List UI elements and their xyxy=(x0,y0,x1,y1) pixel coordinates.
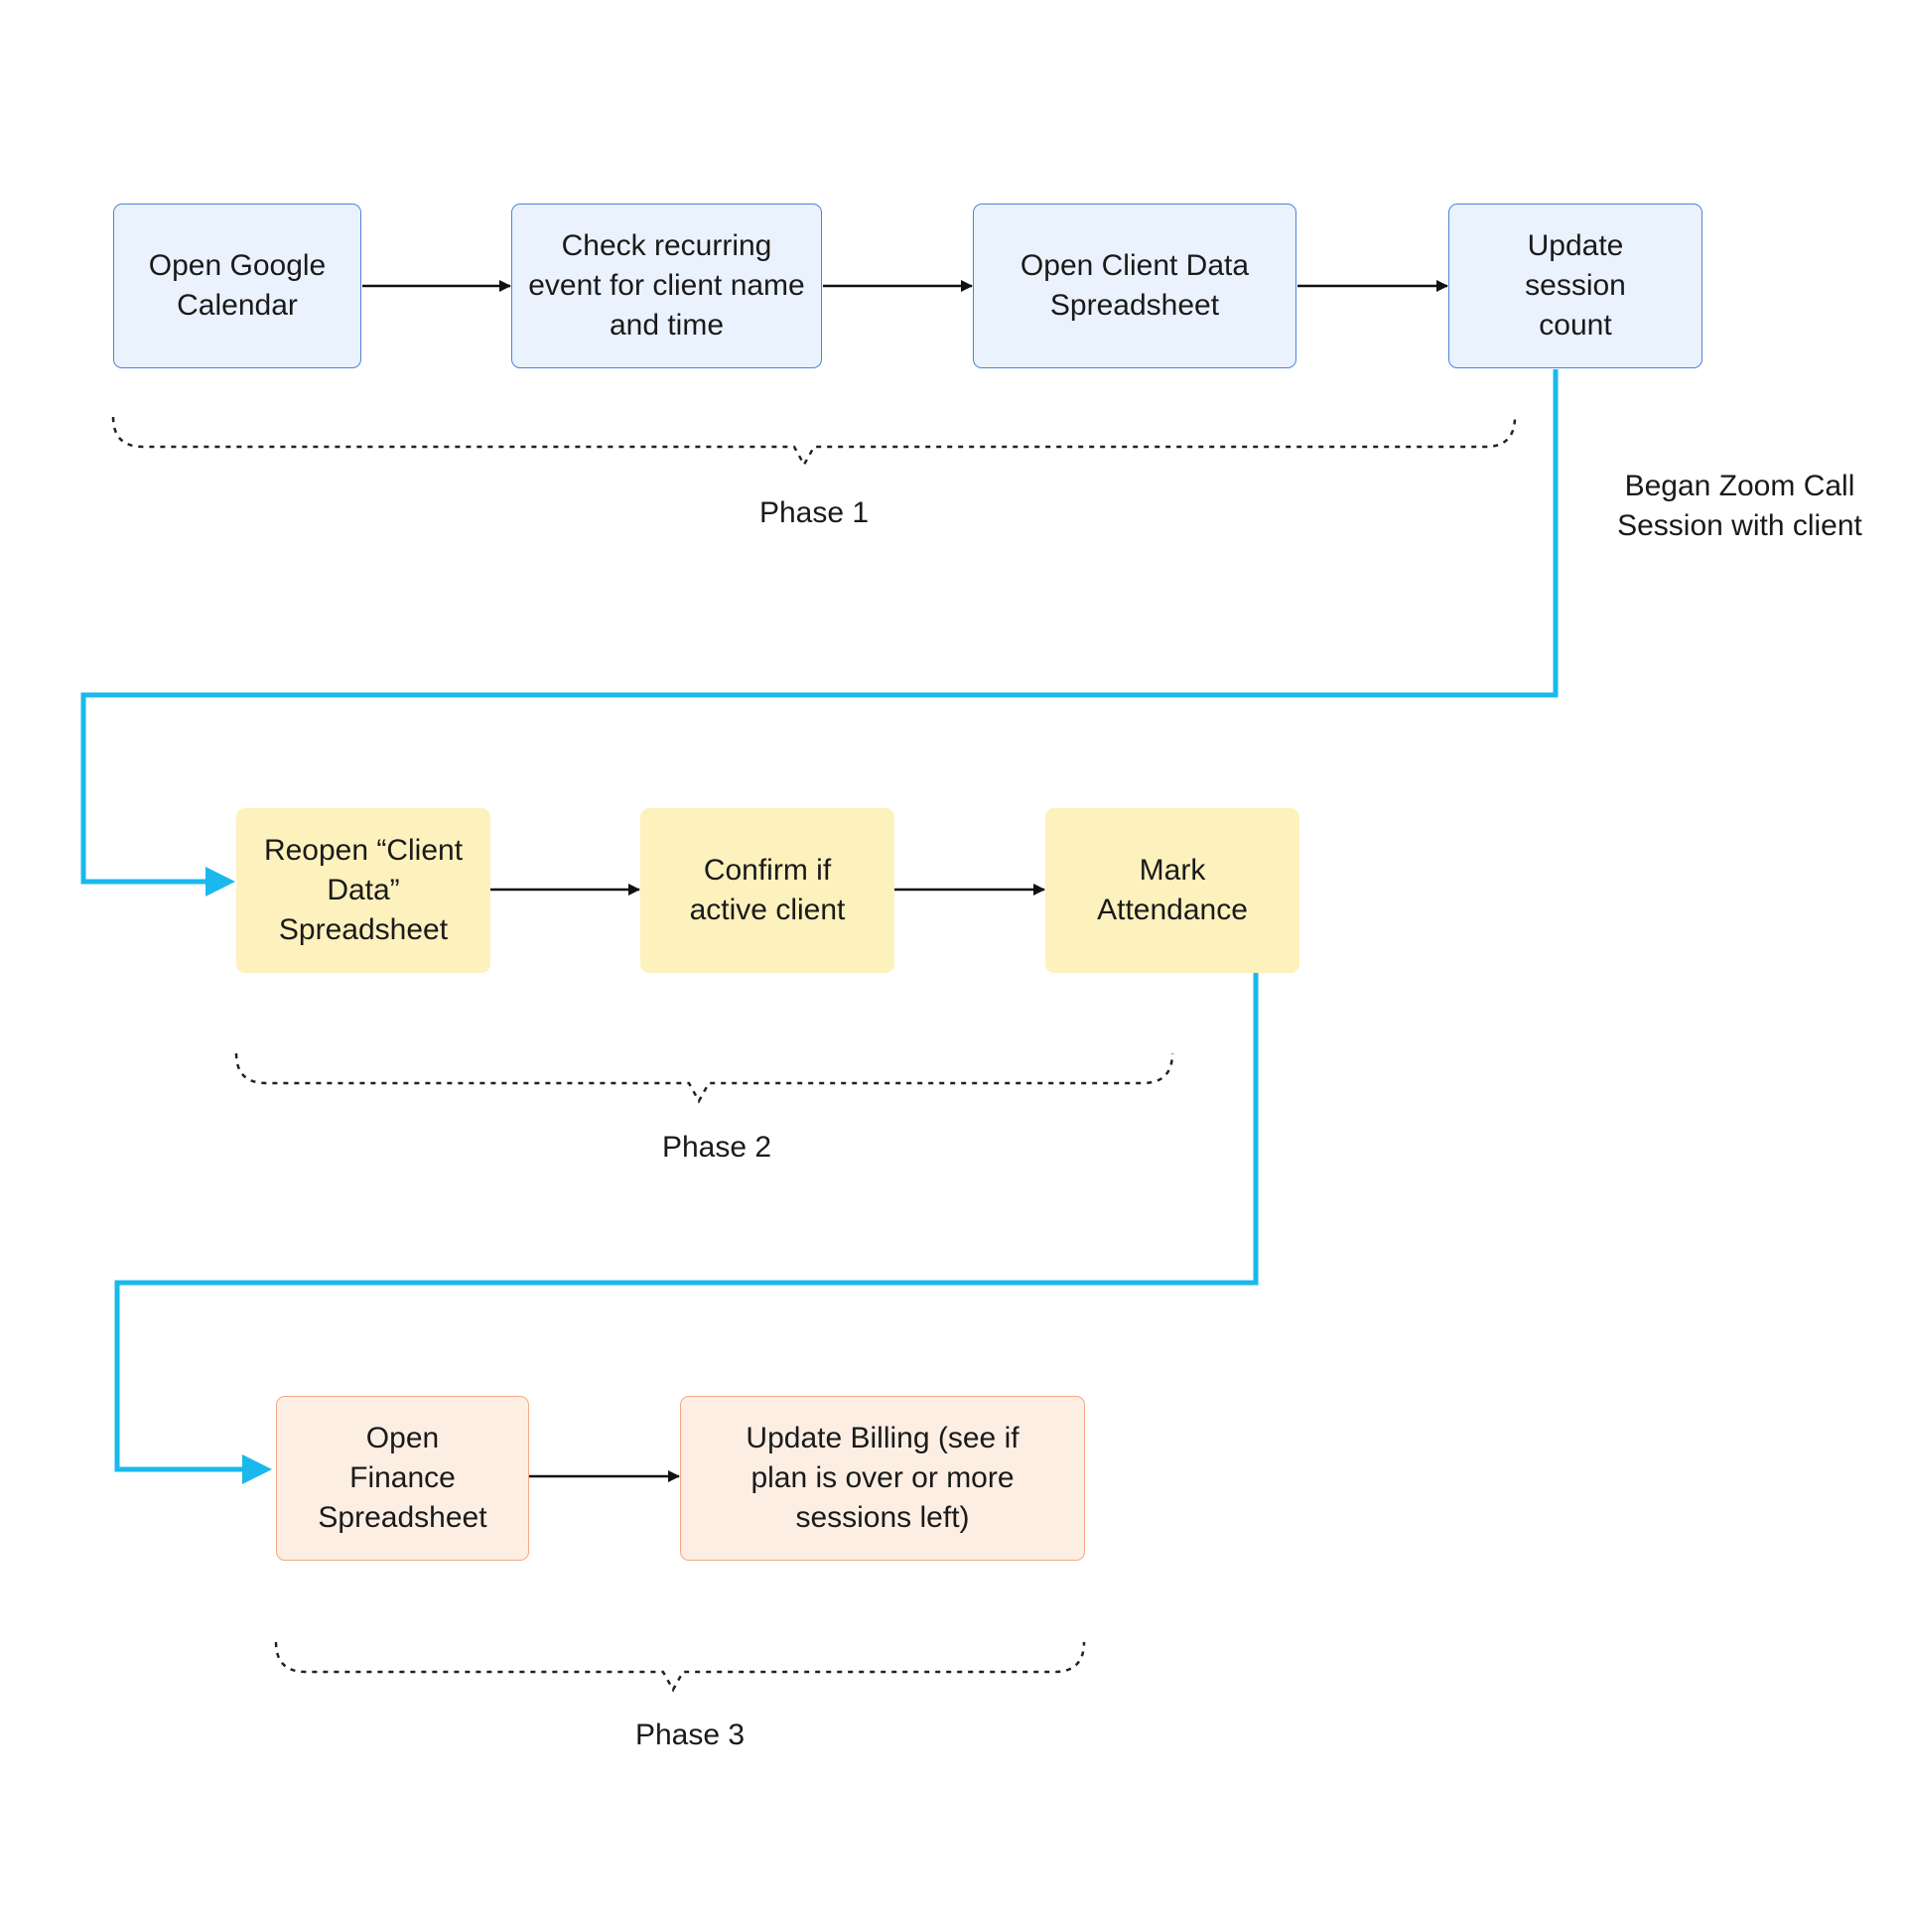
phase3-brace xyxy=(274,1641,1086,1693)
transition-label-zoom-call: Began Zoom Call Session with client xyxy=(1617,470,1862,542)
step-open-google-calendar: Open Google Calendar xyxy=(113,204,361,368)
step-open-client-data-spreadsheet: Open Client Data Spreadsheet xyxy=(973,204,1296,368)
step-mark-attendance: Mark Attendance xyxy=(1045,808,1299,973)
flow-arrowhead-phase2 xyxy=(205,867,235,897)
phase1-label: Phase 1 xyxy=(758,496,870,529)
flow-line-phase1-to-phase2 xyxy=(80,369,1559,885)
flow-line-phase2-to-phase3 xyxy=(114,973,1259,1472)
step-confirm-active-client: Confirm if active client xyxy=(640,808,894,973)
step-update-session-count: Update session count xyxy=(1448,204,1702,368)
phase1-brace xyxy=(111,416,1517,468)
phase2-label: Phase 2 xyxy=(661,1131,772,1164)
step-open-finance-spreadsheet: Open Finance Spreadsheet xyxy=(276,1396,529,1561)
phase3-label: Phase 3 xyxy=(634,1719,746,1751)
step-check-recurring-event: Check recurring event for client name an… xyxy=(511,204,822,368)
flow-arrowhead-phase3 xyxy=(242,1454,272,1484)
phase2-brace xyxy=(234,1052,1174,1104)
step-reopen-client-data-spreadsheet: Reopen “Client Data” Spreadsheet xyxy=(236,808,490,973)
step-update-billing: Update Billing (see if plan is over or m… xyxy=(680,1396,1085,1561)
